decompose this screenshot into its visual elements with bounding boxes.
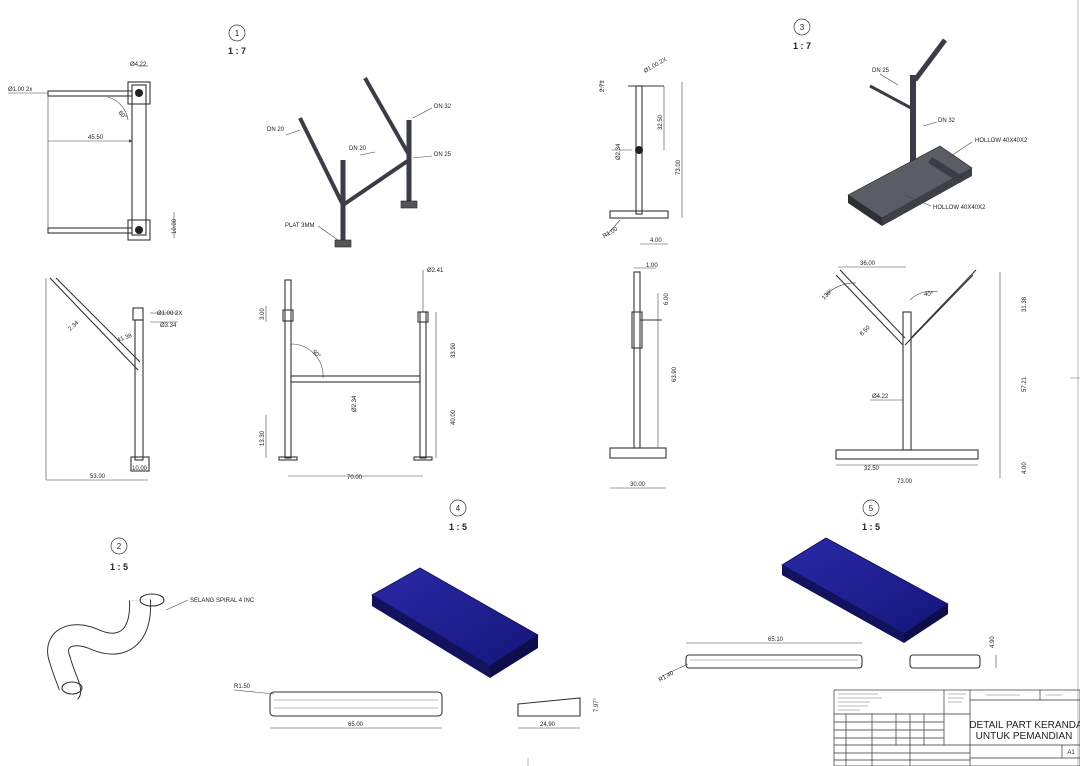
dim-label: 65.10 <box>768 637 784 643</box>
dim-label: Ø4.22 <box>130 62 147 68</box>
callout-label: DN 32 <box>938 118 956 124</box>
callout-label: SELANG SPIRAL 4 INC <box>190 598 255 604</box>
view-label-3: 3 1 : 7 <box>793 18 811 51</box>
svg-text:3: 3 <box>800 23 805 32</box>
dim-label: 2.71 <box>600 80 606 92</box>
dim-label: 40° <box>924 292 934 298</box>
part5-cushion-views <box>661 642 997 677</box>
dim-label: Ø1.00 2X <box>157 311 182 317</box>
part1-top-view <box>8 65 175 241</box>
view-label-4: 4 1 : 5 <box>449 499 467 532</box>
callout-label: DN 20 <box>349 146 367 152</box>
dim-label: R1.50 <box>234 684 251 690</box>
dim-label: 90° <box>311 349 322 360</box>
view-label-1: 1 1 : 7 <box>228 24 246 56</box>
callout-label: DN 20 <box>267 127 285 133</box>
dim-label: 33.90 <box>451 342 457 358</box>
part1-side-view <box>265 270 437 477</box>
part1-iso-frame <box>285 77 433 248</box>
svg-text:2: 2 <box>117 542 122 551</box>
part4-cushion-views <box>233 689 581 729</box>
part3-iso-frame <box>847 38 973 226</box>
part4-cushion-iso <box>371 567 539 678</box>
svg-text:1 : 7: 1 : 7 <box>228 46 246 56</box>
dim-label: R1.00 <box>602 226 619 240</box>
dim-label: 6.00 <box>664 293 670 305</box>
dim-label: 31.38 <box>1022 296 1028 312</box>
drawing-title-line1: DETAIL PART KERANDA <box>969 720 1080 731</box>
dim-label: 65.00 <box>348 722 364 728</box>
dim-label: R1.40 <box>658 670 675 684</box>
dim-label: 73.00 <box>676 159 682 175</box>
callout-label: DN 32 <box>434 104 452 110</box>
dim-label: Ø2.34 <box>352 395 358 412</box>
dim-label: 63.90 <box>672 366 678 382</box>
dim-label: 4.00 <box>1022 462 1028 474</box>
dim-label: 32.50 <box>658 114 664 130</box>
svg-text:1: 1 <box>235 29 240 38</box>
callout-label: DN 25 <box>872 68 890 74</box>
dim-label: Ø1.00 2X <box>643 57 668 75</box>
svg-text:1 : 7: 1 : 7 <box>793 41 811 51</box>
dim-label: 32.50 <box>864 466 880 472</box>
dim-label: 8.50 <box>859 324 872 337</box>
dim-label: 10.00 <box>172 218 178 234</box>
callout-label: PLAT 3MM <box>285 223 314 229</box>
dim-label: 130° <box>821 288 834 301</box>
title-block <box>833 689 1080 766</box>
svg-text:4: 4 <box>456 504 461 513</box>
svg-text:5: 5 <box>869 504 874 513</box>
drawing-title-line2: UNTUK PEMANDIAN <box>976 731 1073 742</box>
dim-label: 30.00 <box>630 482 646 488</box>
dim-label: 36.00 <box>860 261 876 267</box>
callout-label: DN 25 <box>434 152 452 158</box>
dim-label: 73.00 <box>897 479 913 485</box>
part1-front-view <box>45 277 178 481</box>
part2-hose <box>47 593 189 700</box>
svg-text:1 : 5: 1 : 5 <box>449 522 467 532</box>
dim-label: 7.97° <box>594 697 600 712</box>
dim-label: 10.00 <box>132 466 148 472</box>
dim-label: Ø2.34 <box>616 143 622 160</box>
dim-label: 2.34 <box>67 320 80 333</box>
sheet-size: A1 <box>1067 750 1075 756</box>
dim-label: 57.21 <box>1022 376 1028 392</box>
callout-label: HOLLOW 40X40X2 <box>933 205 986 211</box>
part5-cushion-iso <box>781 537 949 643</box>
dim-label: 1.00 <box>646 263 658 269</box>
view-label-2: 2 1 : 5 <box>110 537 128 572</box>
dim-label: Ø4.22 <box>872 394 889 400</box>
dim-label: 3.00 <box>260 308 266 320</box>
dim-label: 41.38 <box>117 333 134 344</box>
dim-label: Ø2.41 <box>427 268 444 274</box>
dim-label: Ø3.34 <box>160 323 177 329</box>
dim-label: 24.90 <box>540 722 556 728</box>
dim-label: 53.00 <box>90 474 106 480</box>
view-label-5: 5 1 : 5 <box>862 499 880 532</box>
dim-label: 70.00 <box>347 475 363 481</box>
dim-label: 4.90 <box>990 636 996 648</box>
dim-label: Ø1.00 2x <box>8 87 32 93</box>
part3-side-view <box>600 80 683 245</box>
part3-front-view <box>825 266 1001 478</box>
dim-label: 45.50 <box>88 135 104 141</box>
svg-text:1 : 5: 1 : 5 <box>862 522 880 532</box>
callout-label: HOLLOW 40X40X2 <box>975 138 1028 144</box>
dim-label: 40.00 <box>451 409 457 425</box>
svg-text:1 : 5: 1 : 5 <box>110 562 128 572</box>
dim-label: 60° <box>117 110 128 121</box>
dim-label: 13.30 <box>260 430 266 446</box>
part3-side-view-2 <box>609 267 667 489</box>
dim-label: 4.00 <box>650 238 662 244</box>
